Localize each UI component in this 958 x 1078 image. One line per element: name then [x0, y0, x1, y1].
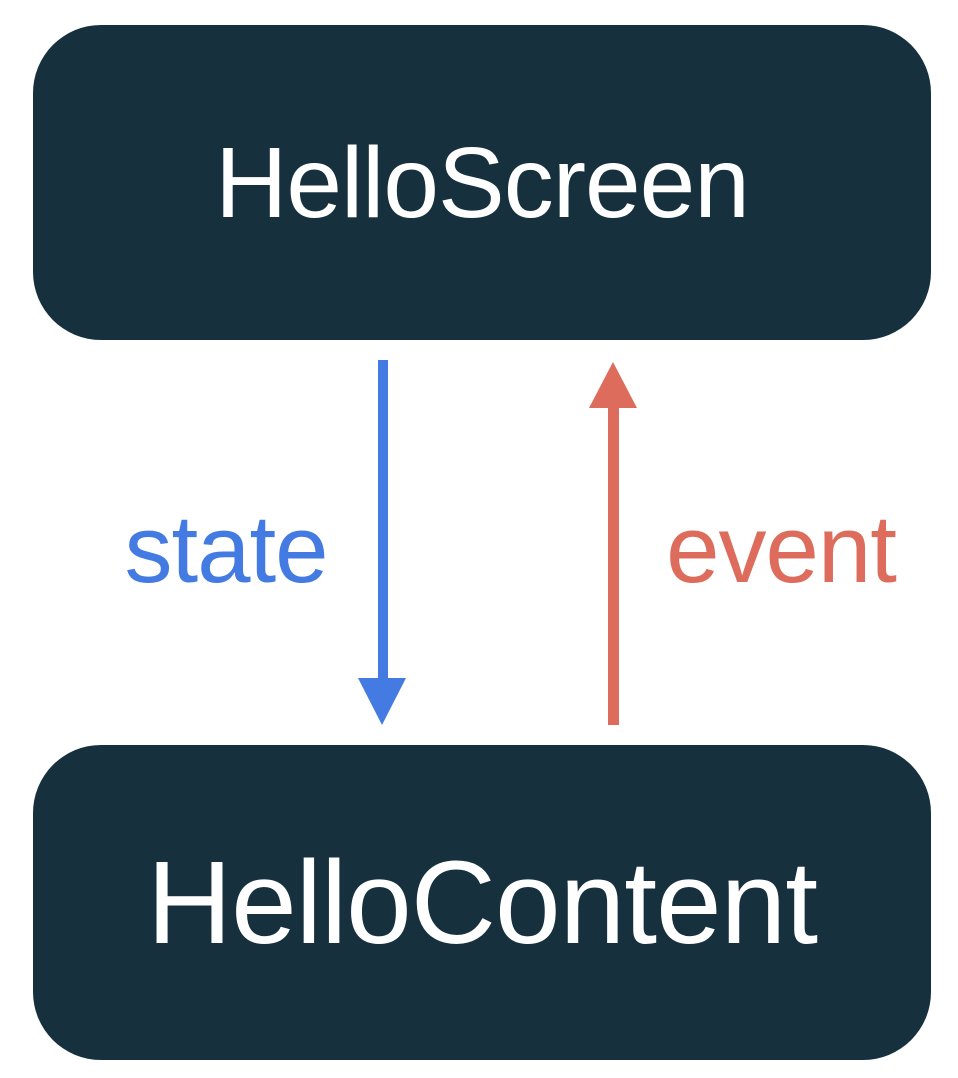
- state-arrow-shaft: [378, 360, 388, 680]
- node-helloscreen: HelloScreen: [33, 25, 931, 340]
- state-arrow-down-head-icon: [358, 678, 406, 725]
- node-hellocontent-label: HelloContent: [146, 836, 818, 969]
- event-edge-label: event: [666, 496, 897, 603]
- event-arrow-up-head-icon: [589, 362, 637, 408]
- event-arrow-shaft: [608, 404, 619, 725]
- state-edge-label: state: [124, 496, 328, 603]
- node-helloscreen-label: HelloScreen: [215, 126, 750, 239]
- node-hellocontent: HelloContent: [33, 745, 931, 1060]
